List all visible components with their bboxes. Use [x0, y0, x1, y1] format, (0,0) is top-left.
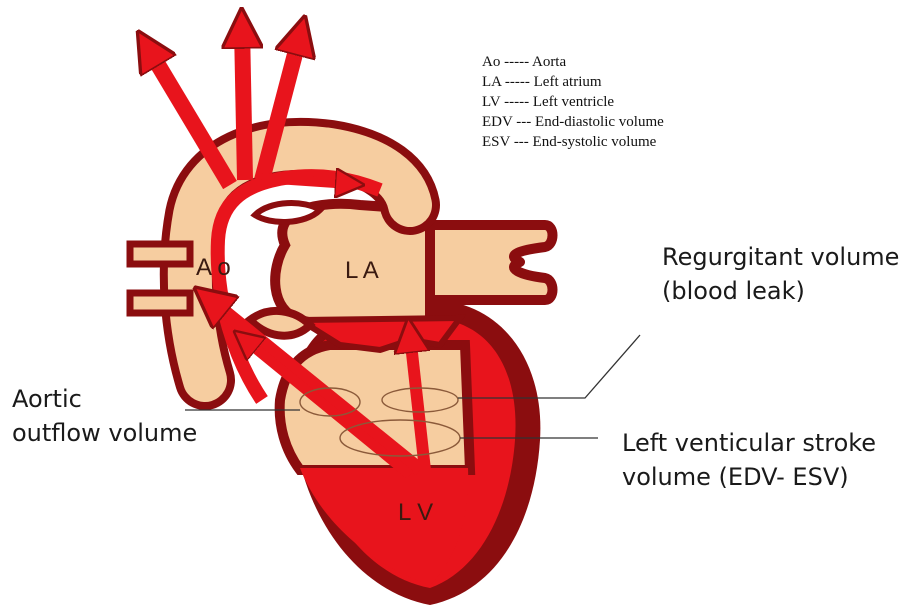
left-vessel-lower [130, 293, 190, 313]
legend-item: LV ----- Left ventricle [482, 92, 664, 112]
aortic-line-2: outflow volume [12, 416, 197, 450]
legend-item: EDV --- End-diastolic volume [482, 112, 664, 132]
aortic-outflow-callout: Aortic outflow volume [12, 382, 197, 450]
regurgitant-line-1: Regurgitant volume [662, 240, 899, 274]
legend-item: LA ----- Left atrium [482, 72, 664, 92]
left-vessel-upper [130, 244, 190, 264]
left-atrium-label: L A [345, 257, 379, 284]
legend-item: ESV --- End-systolic volume [482, 132, 664, 152]
aortic-line-1: Aortic [12, 382, 197, 416]
stroke-volume-callout: Left venticular stroke volume (EDV- ESV) [622, 426, 876, 494]
aortic-arch-opening [255, 203, 320, 222]
regurgitant-volume-callout: Regurgitant volume (blood leak) [662, 240, 899, 308]
pulmonary-vein-right [420, 225, 553, 300]
regurgitant-line-2: (blood leak) [662, 274, 899, 308]
stroke-line-2: volume (EDV- ESV) [622, 460, 876, 494]
branch-arrow-middle [242, 28, 245, 180]
arch-arrow [262, 178, 350, 184]
left-ventricle-label: L V [398, 499, 433, 526]
legend-item: Ao ----- Aorta [482, 52, 664, 72]
aorta-label: A o [196, 254, 231, 281]
stroke-line-1: Left venticular stroke [622, 426, 876, 460]
abbreviation-legend: Ao ----- Aorta LA ----- Left atrium LV -… [482, 52, 664, 152]
